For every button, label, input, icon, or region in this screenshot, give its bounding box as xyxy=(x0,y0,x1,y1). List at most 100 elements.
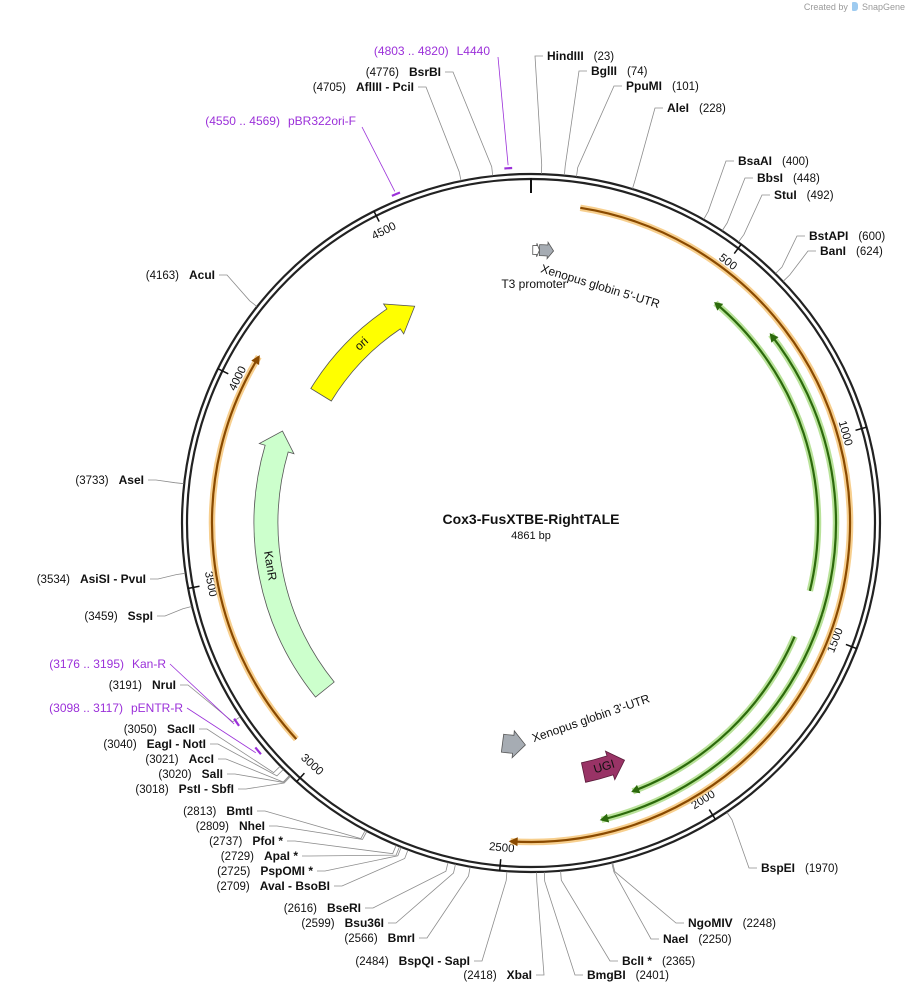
site-hindiii: HindIII(23) xyxy=(547,49,614,63)
orf-arrowhead xyxy=(631,784,641,794)
primer-mark-kan-r xyxy=(233,717,240,727)
plasmid-backbone xyxy=(180,172,882,874)
site-name: NgoMIV xyxy=(688,916,733,930)
leader-pspomi xyxy=(317,847,402,872)
site-position: (23) xyxy=(594,51,615,63)
site-bsrbi: BsrBI(4776) xyxy=(366,65,441,79)
site-position: (3018) xyxy=(135,784,168,796)
primer-name: pBR322ori-F xyxy=(288,114,356,128)
primer-name: Kan-R xyxy=(132,657,166,671)
tick-label-4500: 4500 xyxy=(370,220,398,242)
leader-bcli xyxy=(560,871,618,962)
site-name: BglII xyxy=(591,64,617,78)
orf-line xyxy=(510,206,852,844)
site-name: AccI xyxy=(189,752,214,766)
site-position: (600) xyxy=(858,231,885,243)
site-position: (74) xyxy=(627,66,648,78)
site-position: (2616) xyxy=(284,903,317,915)
site-position: (492) xyxy=(807,190,834,202)
plasmid-length: 4861 bp xyxy=(511,530,551,542)
leader-nrui xyxy=(180,684,241,723)
leader-bsrbi xyxy=(445,71,494,176)
site-position: (3191) xyxy=(109,680,142,692)
orf-arc-2 xyxy=(208,355,299,742)
feature-arrow-kanr xyxy=(253,430,335,698)
site-bcli: BclI *(2365) xyxy=(622,954,695,968)
feature-label-ugi: UGI xyxy=(592,757,616,777)
tick-mark-500 xyxy=(733,243,743,255)
primer-kan-r: Kan-R(3176 .. 3195) xyxy=(49,657,240,727)
orf-arrowhead xyxy=(599,813,610,823)
leader-bmgbi xyxy=(543,872,583,976)
site-name: SacII xyxy=(167,722,195,736)
site-position: (624) xyxy=(856,246,883,258)
leader-nhei xyxy=(269,825,368,840)
primer-pentr-r: pENTR-R(3098 .. 3117) xyxy=(49,701,262,755)
site-afliii-pcii: AflIII - PciI(4705) xyxy=(313,80,414,94)
primer-range: (4803 .. 4820) xyxy=(374,44,449,58)
site-bspqi-sapi: BspQI - SapI(2484) xyxy=(355,954,470,968)
site-bspei: BspEI (1970) xyxy=(761,861,838,875)
leader-bspei xyxy=(726,812,757,869)
site-ppumi: PpuMI(101) xyxy=(626,79,699,93)
site-eagi-noti: EagI - NotI(3040) xyxy=(103,737,206,751)
site-name: BsaAI xyxy=(738,154,772,168)
leader-xbai xyxy=(536,872,545,976)
leader-hindiii xyxy=(534,55,543,174)
leader-acui xyxy=(219,274,257,307)
snapgene-watermark: Created by SnapGene xyxy=(804,2,905,12)
orf-arrowhead xyxy=(508,837,518,847)
site-pfoi: PfoI * (2737) xyxy=(209,834,283,848)
site-xbai: XbaI(2418) xyxy=(463,968,532,982)
site-name: BstAPI xyxy=(809,229,848,243)
site-name: AcuI xyxy=(189,268,215,282)
site-name: ApaI * xyxy=(264,849,298,863)
leader-bstapi xyxy=(775,235,805,274)
primer-name: pENTR-R xyxy=(131,701,183,715)
tick-label-2500: 2500 xyxy=(488,841,515,855)
tick-mark-3500 xyxy=(187,585,200,590)
site-name: BmgBI xyxy=(587,968,626,982)
primer-mark-pentr-r xyxy=(254,746,262,755)
site-name: BsrBI xyxy=(409,65,441,79)
site-bsaai: BsaAI (400) xyxy=(738,154,809,168)
leader-acci xyxy=(218,758,290,783)
leader-bglii xyxy=(564,70,587,176)
feature-arrow-xenopus-globin-3-utr xyxy=(500,729,526,759)
primer-leader-l4440 xyxy=(497,56,509,166)
site-name: BspEI xyxy=(761,861,795,875)
site-name: BseRI xyxy=(327,901,361,915)
site-name: SspI xyxy=(128,609,153,623)
site-position: (1970) xyxy=(805,863,838,875)
leader-eagi-noti xyxy=(210,743,284,777)
orf-arrowhead xyxy=(769,333,779,343)
plasmid-name: Cox3-FusXTBE-RightTALE xyxy=(442,511,619,527)
site-position: (2401) xyxy=(636,970,669,982)
leader-sacii xyxy=(199,728,281,774)
site-nrui: NruI(3191) xyxy=(109,678,176,692)
leader-stui xyxy=(738,194,770,243)
site-name: PpuMI xyxy=(626,79,662,93)
site-psti-sbfi: PstI - SbfI(3018) xyxy=(135,782,234,796)
site-acui: AcuI(4163) xyxy=(146,268,215,282)
watermark-brand: SnapGene xyxy=(861,2,905,12)
leader-sspi xyxy=(157,606,192,617)
site-sali: SalI(3020) xyxy=(158,767,223,781)
site-name: PfoI * xyxy=(252,834,283,848)
site-asisi-pvui: AsiSI - PvuI(3534) xyxy=(37,572,146,586)
orf-line xyxy=(714,302,820,592)
primer-l4440: L4440(4803 .. 4820) xyxy=(374,44,513,170)
leader-asisi-pvui xyxy=(150,572,186,580)
watermark-created-by: Created by xyxy=(803,2,848,12)
leader-bsaai xyxy=(703,160,734,220)
leader-asei xyxy=(148,479,184,485)
site-position: (2737) xyxy=(209,836,242,848)
primer-mark-l4440 xyxy=(504,166,513,170)
site-position: (3050) xyxy=(124,724,157,736)
site-position: (400) xyxy=(782,156,809,168)
site-position: (2813) xyxy=(183,806,216,818)
leader-apai xyxy=(302,846,400,857)
site-name: BbsI xyxy=(757,171,783,185)
site-position: (2248) xyxy=(743,918,776,930)
